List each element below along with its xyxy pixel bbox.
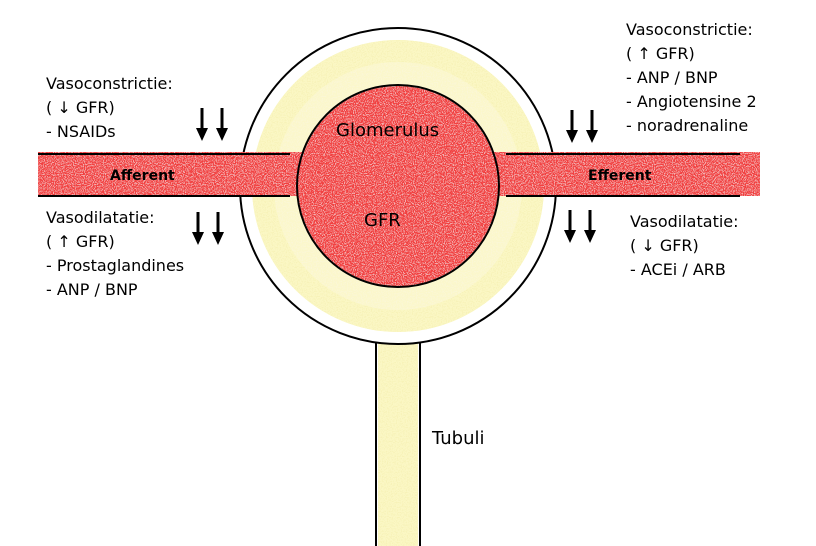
arrow-down-icon	[566, 110, 578, 143]
efferent-top-item: - noradrenaline	[626, 116, 749, 135]
glomerulus-label: Glomerulus	[336, 120, 440, 141]
tubule	[375, 318, 421, 546]
afferent-bottom-item: - Prostaglandines	[46, 256, 185, 275]
afferent-bottom-item: - ANP / BNP	[46, 280, 138, 299]
efferent-bottom-item: - ACEi / ARB	[630, 260, 726, 279]
efferent-top-title: Vasoconstrictie:	[626, 20, 753, 39]
arrows	[192, 108, 598, 245]
efferent-top-item: - ANP / BNP	[626, 68, 718, 87]
arrow-down-icon	[216, 108, 228, 141]
efferent-bottom-title: Vasodilatatie:	[630, 212, 739, 231]
tubuli-label: Tubuli	[432, 428, 485, 449]
efferent-label: Efferent	[588, 168, 652, 184]
afferent-top-title: Vasoconstrictie:	[46, 74, 173, 93]
afferent-bottom-title: Vasodilatatie:	[46, 208, 155, 227]
afferent-label: Afferent	[110, 168, 175, 184]
afferent-vasodilatation: Vasodilatatie: ( ↑ GFR) - Prostaglandine…	[46, 206, 184, 302]
gfr-label: GFR	[364, 210, 401, 231]
glomerulus	[296, 84, 500, 288]
arrow-down-icon	[212, 212, 224, 245]
afferent-top-effect: ( ↓ GFR)	[46, 98, 115, 117]
arrow-down-icon	[196, 108, 208, 141]
efferent-vasoconstriction: Vasoconstrictie: ( ↑ GFR) - ANP / BNP - …	[626, 18, 757, 138]
afferent-top-item: - NSAIDs	[46, 122, 116, 141]
afferent-bottom-effect: ( ↑ GFR)	[46, 232, 115, 251]
arrow-down-icon	[584, 210, 596, 243]
afferent-vasoconstriction: Vasoconstrictie: ( ↓ GFR) - NSAIDs	[46, 72, 173, 144]
arrow-down-icon	[564, 210, 576, 243]
efferent-top-item: - Angiotensine 2	[626, 92, 757, 111]
efferent-vasodilatation: Vasodilatatie: ( ↓ GFR) - ACEi / ARB	[630, 210, 739, 282]
efferent-bottom-effect: ( ↓ GFR)	[630, 236, 699, 255]
arrow-down-icon	[192, 212, 204, 245]
arrow-down-icon	[586, 110, 598, 143]
efferent-top-effect: ( ↑ GFR)	[626, 44, 695, 63]
